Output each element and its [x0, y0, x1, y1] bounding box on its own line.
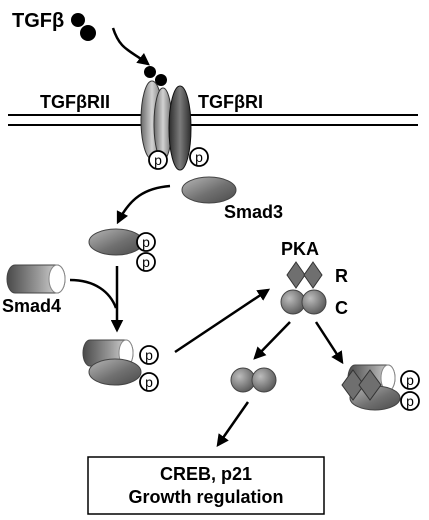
pka-c-label: C [335, 298, 348, 318]
phospho-badge: p [189, 147, 209, 167]
tgfbr2-receptor [140, 80, 173, 161]
svg-text:p: p [195, 149, 203, 165]
outcome-box: CREB, p21 Growth regulation [87, 456, 325, 515]
tgfb-label: TGFβ [12, 10, 64, 32]
phospho-badge: p [136, 252, 156, 272]
smad-complex [82, 339, 142, 386]
outcome-line-1: CREB, p21 [160, 464, 252, 484]
phospho-badge: p [139, 372, 159, 392]
free-catalytic-arrow [253, 321, 291, 360]
phospho-badge: p [400, 370, 420, 390]
smad-pka-complex [341, 364, 401, 411]
free-pka-catalytic-subunits [230, 367, 277, 393]
svg-text:p: p [154, 152, 162, 168]
smad4-protein [6, 264, 66, 294]
ligand-binding-arrow [111, 27, 150, 66]
smad-pka-binding-arrow [314, 321, 344, 365]
pka-catalytic-subunits [280, 289, 327, 315]
svg-text:p: p [142, 254, 150, 270]
svg-text:p: p [145, 374, 153, 390]
smad4-label: Smad4 [2, 296, 61, 316]
smad3-protein [181, 176, 237, 204]
tgfbr2-label: TGFβRII [40, 92, 110, 112]
svg-text:p: p [406, 393, 414, 409]
phospho-badge: p [148, 150, 168, 170]
smad4-join-arrow [69, 278, 118, 309]
phospho-badge: p [400, 391, 420, 411]
smad3-label: Smad3 [224, 202, 283, 222]
phospho-badge: p [139, 345, 159, 365]
svg-text:p: p [145, 347, 153, 363]
phosphorylation-arrow [116, 184, 171, 225]
pka-r-label: R [335, 266, 348, 286]
outcome-arrow [216, 401, 250, 448]
tgfb-ligand-icon [71, 13, 96, 41]
cell-membrane [8, 114, 418, 126]
svg-text:p: p [142, 234, 150, 250]
pka-regulatory-subunits [286, 261, 323, 289]
phospho-badge: p [136, 232, 156, 252]
pka-activation-arrow [174, 288, 271, 354]
phospho-smad3-protein [88, 228, 144, 256]
tgfbr1-receptor [168, 85, 192, 171]
svg-text:p: p [406, 372, 414, 388]
bound-ligand-icon [144, 66, 167, 86]
outcome-line-2: Growth regulation [129, 487, 284, 507]
pka-label: PKA [281, 239, 319, 259]
tgfbr1-label: TGFβRI [198, 92, 263, 112]
